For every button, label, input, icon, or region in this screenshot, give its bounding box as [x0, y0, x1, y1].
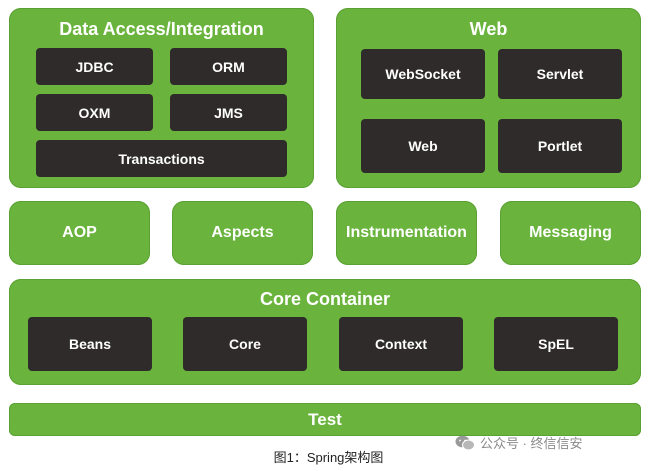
- beans-module: Beans: [28, 317, 152, 371]
- aspects-module: Aspects: [172, 201, 313, 265]
- core-container-group: Core Container Beans Core Context SpEL: [9, 279, 641, 385]
- instrumentation-module: Instrumentation: [336, 201, 477, 265]
- oxm-module: OXM: [36, 94, 153, 131]
- data-access-integration-group: Data Access/Integration JDBC ORM OXM JMS…: [9, 8, 314, 188]
- test-module: Test: [9, 403, 641, 436]
- data-access-integration-title: Data Access/Integration: [59, 19, 264, 39]
- core-module: Core: [183, 317, 307, 371]
- orm-module: ORM: [170, 48, 287, 85]
- watermark: 公众号 · 终信信安: [455, 433, 583, 452]
- transactions-module: Transactions: [36, 140, 287, 177]
- websocket-module: WebSocket: [361, 49, 485, 99]
- jdbc-module: JDBC: [36, 48, 153, 85]
- jms-module: JMS: [170, 94, 287, 131]
- aop-module: AOP: [9, 201, 150, 265]
- spel-module: SpEL: [494, 317, 618, 371]
- servlet-module: Servlet: [498, 49, 622, 99]
- portlet-module: Portlet: [498, 119, 622, 173]
- watermark-text: 公众号 · 终信信安: [480, 436, 583, 451]
- web-group: Web WebSocket Servlet Web Portlet: [336, 8, 641, 188]
- messaging-module: Messaging: [500, 201, 641, 265]
- web-module: Web: [361, 119, 485, 173]
- core-container-title: Core Container: [259, 289, 391, 309]
- web-title: Web: [469, 19, 508, 39]
- context-module: Context: [339, 317, 463, 371]
- figure-caption: 图1：Spring架构图: [273, 450, 384, 465]
- wechat-icon: [455, 435, 475, 451]
